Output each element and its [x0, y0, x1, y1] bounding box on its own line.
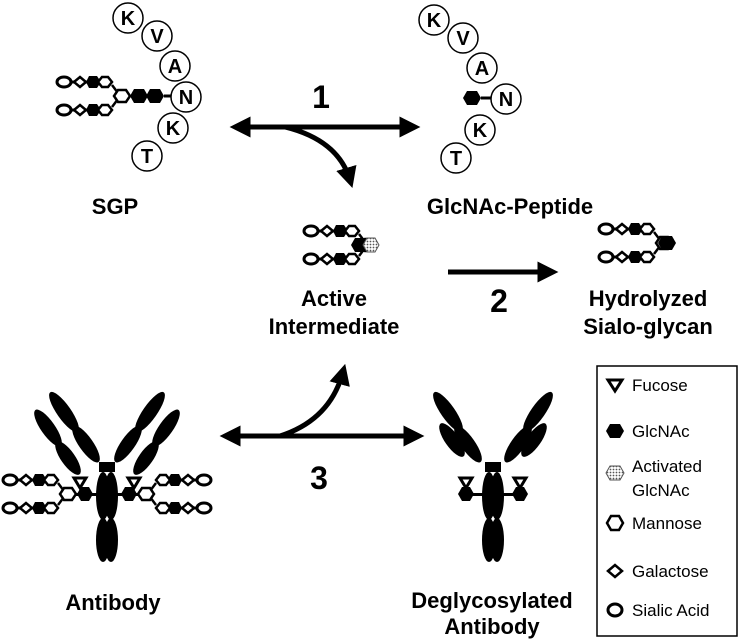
- legend-activated-line1: Activated: [632, 457, 702, 476]
- glcnac-peptide-residue: V: [456, 28, 470, 50]
- legend-galactose: Galactose: [632, 562, 709, 581]
- sgp-residue: V: [150, 26, 164, 48]
- intermediate-label-line1: Active: [301, 286, 367, 311]
- step1-arrows: [229, 116, 421, 189]
- sgp-residue: A: [168, 56, 182, 78]
- galactose-icon: [606, 563, 624, 579]
- hydrolyzed-label-line2: Sialo-glycan: [583, 314, 713, 339]
- activated-glcnac-icon: [605, 465, 625, 481]
- fucose-icon: [605, 378, 625, 394]
- sialic-acid-icon: [606, 602, 624, 618]
- hydrolyzed-sialo-glycan: [599, 223, 676, 263]
- deglycosylated-antibody: [433, 391, 553, 562]
- step1-number: 1: [312, 79, 330, 115]
- antibody-label: Antibody: [65, 590, 161, 615]
- sgp-residue: T: [141, 146, 153, 168]
- glcnac-peptide-residue: A: [475, 58, 489, 80]
- active-intermediate: [304, 225, 380, 265]
- sgp-residue: N: [179, 87, 193, 109]
- sgp-glycopeptide: K V A N K T: [57, 2, 202, 172]
- legend-sialic-acid: Sialic Acid: [632, 601, 709, 620]
- mannose-icon: [605, 514, 625, 532]
- glcnac-peptide-residue: K: [473, 120, 488, 142]
- sgp-residue: K: [166, 118, 181, 140]
- legend-box: [596, 365, 738, 637]
- glcnac-icon: [606, 424, 624, 438]
- legend: Fucose GlcNAc Activated GlcNAc Mannose G…: [596, 365, 738, 637]
- glcnac-peptide-residue: T: [450, 148, 462, 170]
- legend-activated-line2: GlcNAc: [632, 481, 690, 500]
- sgp-peptide: K V A N K T: [112, 2, 202, 172]
- antibody-glycan-right: [138, 474, 211, 514]
- glcnac-peptide-residue: K: [427, 10, 442, 32]
- step2-number: 2: [490, 283, 508, 319]
- deglycosylated-label-line1: Deglycosylated: [411, 588, 572, 613]
- antibody: [34, 391, 180, 562]
- step3-arrows: [219, 363, 425, 447]
- glcnac-peptide-residue: N: [499, 89, 513, 111]
- sgp-residue: K: [121, 8, 136, 30]
- legend-mannose: Mannose: [632, 514, 702, 533]
- intermediate-label-line2: Intermediate: [269, 314, 400, 339]
- hydrolyzed-label-line1: Hydrolyzed: [589, 286, 708, 311]
- sgp-label: SGP: [92, 194, 138, 219]
- glcnac-peptide: K V A N K T: [418, 4, 522, 174]
- legend-fucose: Fucose: [632, 376, 688, 395]
- legend-glcnac: GlcNAc: [632, 422, 690, 441]
- glcnac-peptide-label: GlcNAc-Peptide: [427, 194, 593, 219]
- deglycosylated-label-line2: Antibody: [444, 614, 540, 639]
- step3-number: 3: [310, 460, 328, 496]
- antibody-glycan-left: [3, 474, 76, 514]
